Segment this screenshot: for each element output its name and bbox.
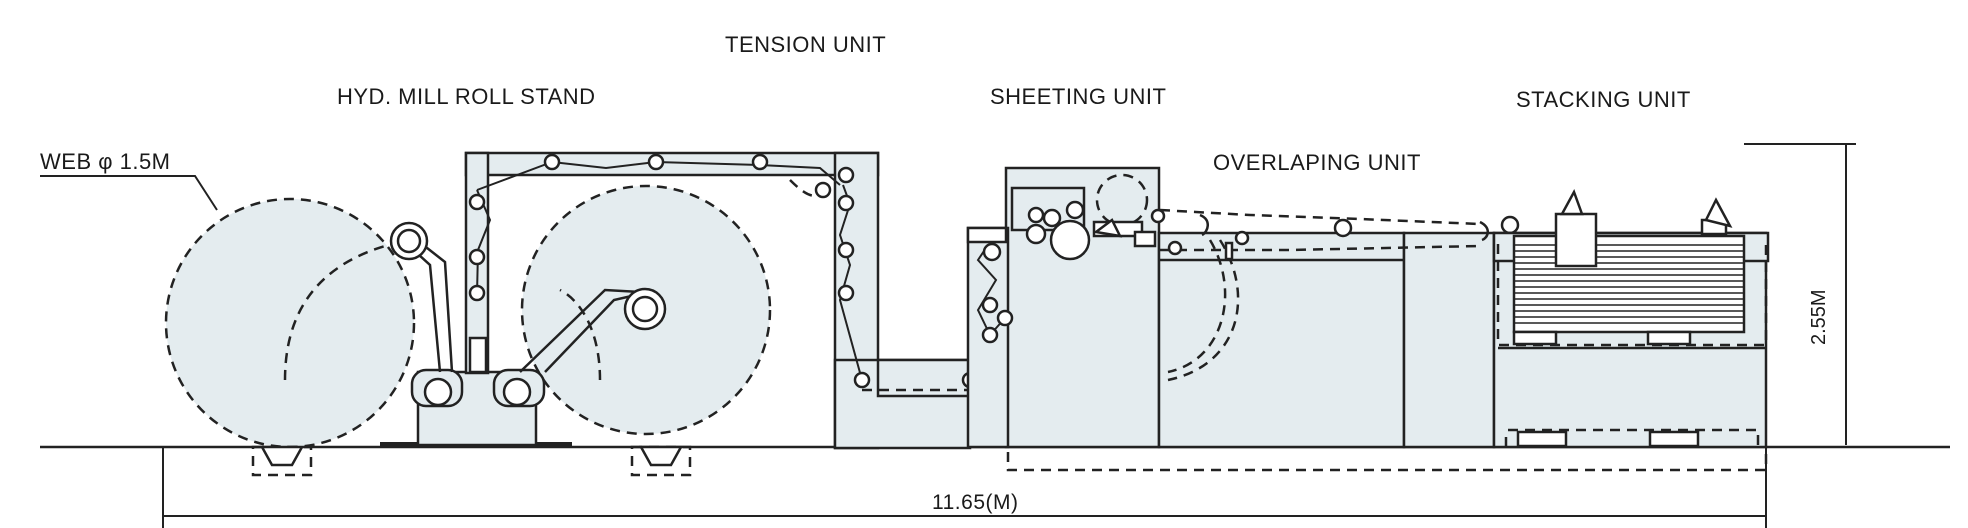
overlapping-conveyor (1159, 208, 1481, 226)
dimension-height (1744, 143, 1856, 445)
stacker-jogger-left (1554, 212, 1598, 268)
sheeting-unit (966, 166, 1161, 449)
overlapping-body-right (1402, 231, 1496, 449)
web-roll-left (164, 197, 416, 449)
web-leader-line (40, 175, 218, 211)
overlapping-body (1157, 231, 1406, 449)
floor-pit-right (630, 445, 692, 477)
paper-stack-sheets (1514, 244, 1744, 324)
dimension-total-length (163, 447, 1767, 528)
total-length-label: 11.65(M) (932, 491, 1019, 514)
mill-roll-stand (164, 184, 772, 477)
floor-pit-long (1006, 452, 1768, 472)
height-dimension-label: 2.55M (1808, 289, 1830, 345)
stacking-unit-label: STACKING UNIT (1516, 87, 1691, 112)
paper-stack (1512, 234, 1746, 334)
roll-swing-arc (283, 238, 411, 381)
sheeting-unit-label: SHEETING UNIT (990, 84, 1167, 109)
overlapping-unit (1150, 208, 1520, 449)
floor-pit-left (251, 445, 313, 477)
tension-unit-label: TENSION UNIT (725, 32, 887, 57)
web-diameter-label: WEB φ 1.5M (40, 149, 171, 174)
mill-roll-stand-label: HYD. MILL ROLL STAND (337, 84, 596, 109)
tension-unit (464, 151, 979, 450)
overlapping-unit-label: OVERLAPING UNIT (1213, 150, 1421, 175)
